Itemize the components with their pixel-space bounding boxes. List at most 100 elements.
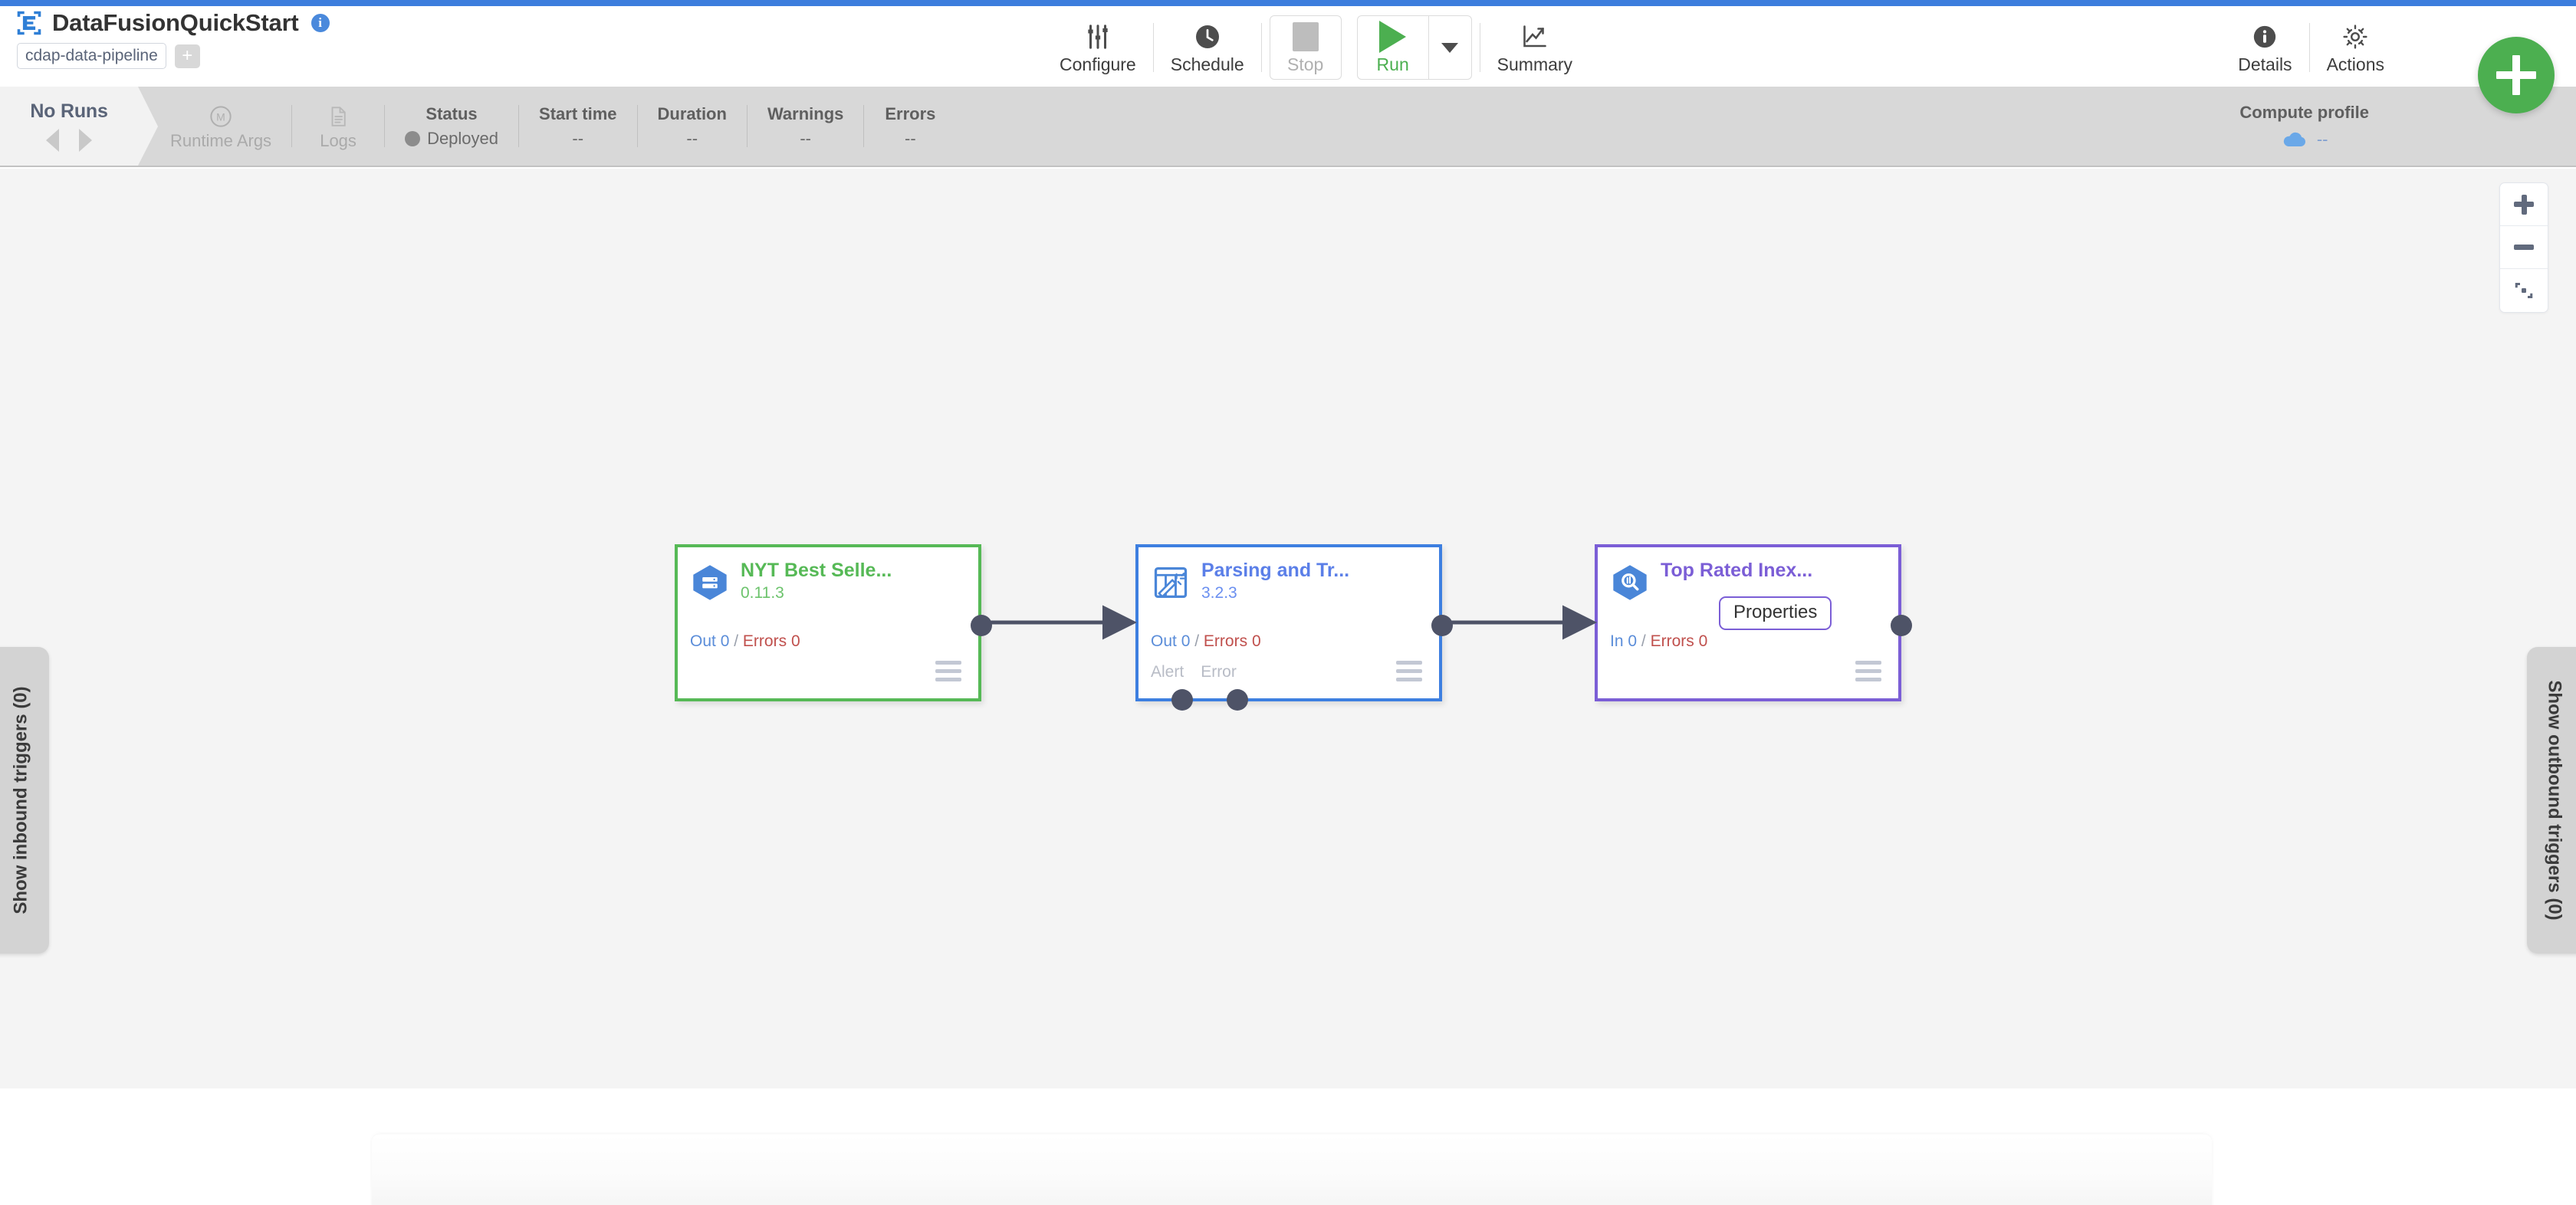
no-runs-label: No Runs bbox=[30, 100, 108, 122]
svg-text:M: M bbox=[216, 110, 225, 123]
actions-button[interactable]: Actions bbox=[2310, 11, 2401, 84]
info-icon[interactable]: i bbox=[310, 14, 330, 32]
warnings-item: Warnings -- bbox=[748, 87, 863, 166]
node-error-port[interactable] bbox=[1227, 689, 1248, 711]
node-metrics: Out 0 / Errors 0 bbox=[1151, 632, 1261, 651]
top-accent-bar bbox=[0, 0, 2576, 6]
runbar-divider-3 bbox=[518, 105, 520, 147]
header-right-divider bbox=[2308, 23, 2310, 72]
node-metrics-sep: / bbox=[1194, 632, 1200, 650]
node-menu-button[interactable] bbox=[935, 661, 961, 681]
add-tag-button[interactable]: + bbox=[174, 44, 200, 68]
start-time-value: -- bbox=[572, 128, 584, 148]
node-errors-value: 0 bbox=[790, 632, 800, 650]
schedule-button[interactable]: Schedule bbox=[1154, 11, 1261, 84]
header-right-actions: Details Actions bbox=[2221, 11, 2401, 84]
node-name: NYT Best Selle... bbox=[741, 560, 892, 581]
node-menu-button[interactable] bbox=[1855, 661, 1881, 681]
node-in-value: 0 bbox=[1628, 632, 1638, 650]
warnings-header: Warnings bbox=[767, 103, 844, 123]
toolbar-divider-2 bbox=[1260, 23, 1262, 72]
details-button[interactable]: Details bbox=[2221, 11, 2308, 84]
schedule-label: Schedule bbox=[1170, 54, 1244, 74]
node-out-label: Out bbox=[690, 632, 716, 650]
add-node-fab[interactable] bbox=[2478, 37, 2555, 113]
node-errors-label: Errors bbox=[1650, 632, 1694, 650]
node-metrics-sep: / bbox=[734, 632, 739, 650]
triangle-right-icon[interactable] bbox=[79, 129, 92, 152]
node-name: Top Rated Inex... bbox=[1661, 560, 1813, 581]
summary-button[interactable]: Summary bbox=[1480, 11, 1589, 84]
runbar-divider-2 bbox=[384, 105, 386, 147]
pipeline-canvas[interactable]: Show inbound triggers (0) Show outbound … bbox=[0, 169, 2576, 1088]
clock-icon bbox=[1194, 21, 1221, 53]
start-time-header: Start time bbox=[539, 103, 617, 123]
node-output-port[interactable] bbox=[1891, 615, 1912, 636]
logs-item[interactable]: Logs bbox=[292, 87, 384, 166]
node-out-value: 0 bbox=[720, 632, 730, 650]
bigquery-table-icon bbox=[693, 565, 727, 600]
compute-profile[interactable]: Compute profile -- bbox=[2239, 87, 2369, 166]
errors-header: Errors bbox=[885, 103, 936, 123]
node-metrics: Out 0 / Errors 0 bbox=[690, 632, 800, 651]
fit-to-screen-button[interactable] bbox=[2500, 269, 2548, 312]
configure-button[interactable]: Configure bbox=[1043, 11, 1153, 84]
zoom-in-button[interactable] bbox=[2500, 183, 2548, 226]
show-inbound-triggers-tab[interactable]: Show inbound triggers (0) bbox=[0, 647, 49, 954]
run-options-dropdown[interactable] bbox=[1428, 16, 1471, 79]
logs-label: Logs bbox=[320, 130, 356, 150]
runtime-args-item[interactable]: M Runtime Args bbox=[150, 87, 291, 166]
status-badge bbox=[405, 130, 421, 146]
node-out-value: 0 bbox=[1181, 632, 1191, 650]
no-runs-tab[interactable]: No Runs bbox=[0, 87, 158, 166]
pipeline-node-source[interactable]: NYT Best Selle... 0.11.3 Out 0 / Errors … bbox=[675, 544, 992, 701]
show-outbound-triggers-tab[interactable]: Show outbound triggers (0) bbox=[2527, 647, 2576, 954]
cdap-logo-icon bbox=[17, 11, 41, 35]
alert-port-label[interactable]: Alert bbox=[1151, 663, 1184, 681]
pipeline-node-wrangler[interactable]: Parsing and Tr... 3.2.3 Out 0 / Errors 0… bbox=[1135, 544, 1453, 711]
run-button-box: Run bbox=[1356, 15, 1472, 80]
artifact-chip[interactable]: cdap-data-pipeline bbox=[17, 43, 166, 69]
stop-label: Stop bbox=[1286, 54, 1324, 74]
inbound-triggers-label: Show inbound triggers (0) bbox=[11, 686, 32, 914]
status-value-row: Deployed bbox=[405, 129, 498, 149]
runbar-divider-5 bbox=[746, 105, 748, 147]
minus-icon bbox=[2514, 245, 2534, 250]
main-toolbar: Configure Schedule Stop bbox=[1043, 11, 1589, 84]
run-label: Run bbox=[1376, 54, 1409, 74]
runbar-divider-4 bbox=[636, 105, 638, 147]
status-item: Status Deployed bbox=[385, 87, 518, 166]
node-output-port[interactable] bbox=[971, 615, 992, 636]
macro-icon: M bbox=[209, 102, 233, 131]
node-version: 3.2.3 bbox=[1201, 584, 1237, 602]
node-menu-button[interactable] bbox=[1396, 661, 1422, 681]
gear-icon bbox=[2341, 21, 2369, 53]
outbound-triggers-label: Show outbound triggers (0) bbox=[2545, 680, 2565, 921]
footer-panel[interactable] bbox=[372, 1134, 2212, 1205]
zoom-controls bbox=[2499, 182, 2548, 313]
bigquery-query-icon bbox=[1613, 565, 1647, 600]
properties-tooltip[interactable]: Properties bbox=[1719, 596, 1832, 630]
triangle-left-icon[interactable] bbox=[46, 129, 59, 152]
compute-profile-header: Compute profile bbox=[2239, 103, 2369, 122]
node-errors-value: 0 bbox=[1698, 632, 1708, 650]
info-circle-icon bbox=[2252, 21, 2278, 53]
node-name: Parsing and Tr... bbox=[1201, 560, 1350, 581]
duration-value: -- bbox=[686, 128, 698, 148]
runbar-divider-6 bbox=[863, 105, 865, 147]
stop-square-icon bbox=[1292, 21, 1319, 53]
node-alert-port[interactable] bbox=[1171, 689, 1193, 711]
runtime-args-label: Runtime Args bbox=[170, 130, 272, 150]
zoom-out-button[interactable] bbox=[2500, 226, 2548, 269]
run-stats-items: M Runtime Args Logs Status bbox=[150, 87, 956, 166]
duration-item: Duration -- bbox=[638, 87, 747, 166]
errors-item: Errors -- bbox=[864, 87, 956, 166]
errors-value: -- bbox=[905, 128, 916, 148]
error-port-label[interactable]: Error bbox=[1201, 663, 1237, 681]
node-output-port[interactable] bbox=[1431, 615, 1453, 636]
runbar-divider-1 bbox=[291, 105, 293, 147]
chevron-down-icon bbox=[1441, 42, 1459, 53]
run-button[interactable]: Run bbox=[1358, 16, 1428, 79]
pipeline-node-sink[interactable]: Top Rated Inex... Properties In 0 / Erro… bbox=[1595, 544, 1912, 701]
stop-button[interactable]: Stop bbox=[1270, 16, 1341, 79]
